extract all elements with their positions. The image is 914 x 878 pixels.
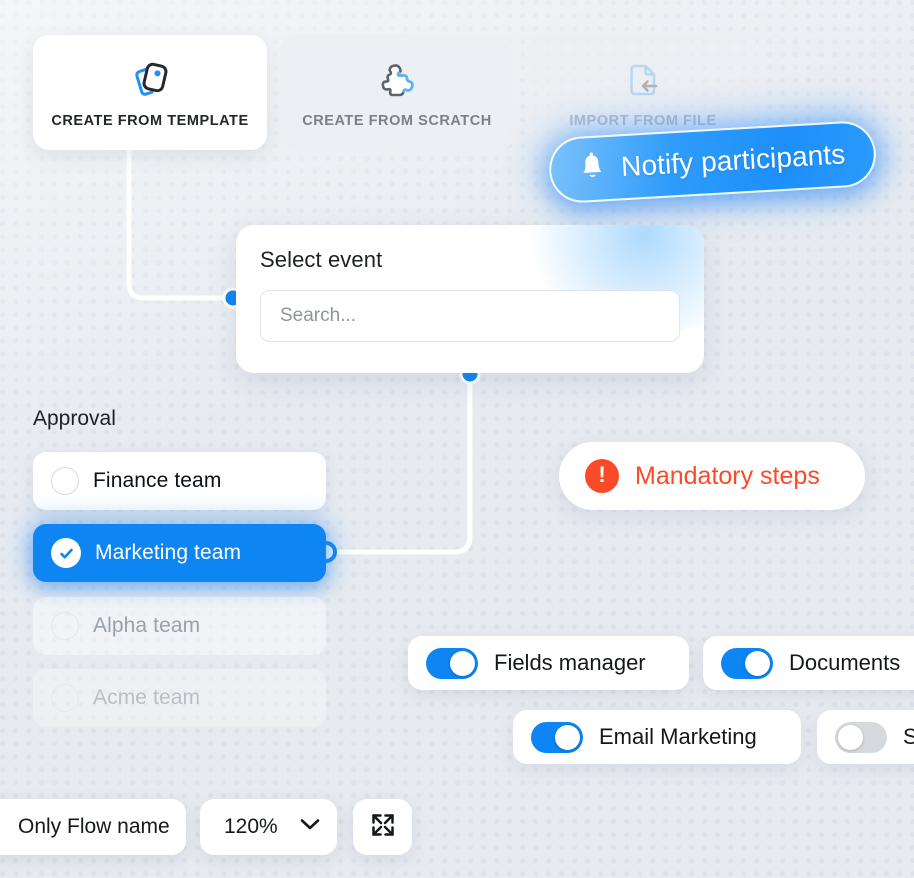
select-event-panel: Select event Search... [236,225,704,373]
toggle-knob [745,650,770,676]
approval-row-acme[interactable]: Acme team [33,669,326,727]
mandatory-steps-label: Mandatory steps [635,461,820,490]
notify-label: Notify participants [620,138,847,183]
exclamation-circle-icon: ! [585,459,619,493]
toggle-switch[interactable] [835,721,887,753]
card-label: IMPORT FROM FILE [569,113,717,129]
radio-checked-icon[interactable] [51,538,81,568]
toggle-label: S [903,724,914,749]
approval-row-label: Marketing team [95,541,242,564]
toggle-chip-email-marketing[interactable]: Email Marketing [513,710,801,764]
search-input[interactable]: Search... [260,290,680,342]
approval-row-label: Acme team [93,686,201,709]
toggle-knob [838,724,863,750]
flow-name-label: Only Flow name [18,815,170,838]
puzzle-piece-icon [374,55,420,107]
select-event-title: Select event [260,247,383,272]
toggle-switch[interactable] [721,647,773,679]
file-import-icon [620,55,666,107]
approval-row-alpha[interactable]: Alpha team [33,597,326,655]
approval-row-finance[interactable]: Finance team [33,452,326,510]
card-label: CREATE FROM SCRATCH [302,113,492,129]
approval-row-marketing[interactable]: Marketing team [33,524,326,582]
radio-unchecked-icon[interactable] [51,684,79,712]
toggle-label: Fields manager [494,650,646,675]
card-import-from-file[interactable]: IMPORT FROM FILE [526,35,760,150]
template-cards-icon [126,55,174,107]
toggle-chip-documents[interactable]: Documents [703,636,914,690]
card-create-from-template[interactable]: CREATE FROM TEMPLATE [33,35,267,150]
toggle-switch[interactable] [426,647,478,679]
fit-to-screen-button[interactable] [353,799,412,855]
search-placeholder: Search... [280,305,357,326]
mandatory-steps-badge[interactable]: ! Mandatory steps [559,442,865,510]
chevron-down-icon [300,818,320,836]
toggle-knob [450,650,475,676]
zoom-level-dropdown[interactable]: 120% [200,799,337,855]
bell-icon [576,150,608,189]
card-create-from-scratch[interactable]: CREATE FROM SCRATCH [280,35,514,150]
flow-name-button[interactable]: Only Flow name [0,799,186,855]
toggle-chip-sms[interactable]: S [817,710,914,764]
toggle-chip-fields-manager[interactable]: Fields manager [408,636,689,690]
card-label: CREATE FROM TEMPLATE [51,113,249,129]
expand-fullscreen-icon [370,812,396,843]
toggle-label: Documents [789,650,901,675]
approval-row-label: Alpha team [93,614,201,637]
toggle-knob [555,724,580,750]
notify-participants-pill[interactable]: Notify participants [547,119,878,205]
toggle-switch[interactable] [531,721,583,753]
zoom-level-label: 120% [224,815,278,838]
approval-title: Approval [33,407,116,430]
approval-row-label: Finance team [93,469,222,492]
radio-unchecked-icon[interactable] [51,467,79,495]
toggle-label: Email Marketing [599,724,757,749]
radio-unchecked-icon[interactable] [51,612,79,640]
